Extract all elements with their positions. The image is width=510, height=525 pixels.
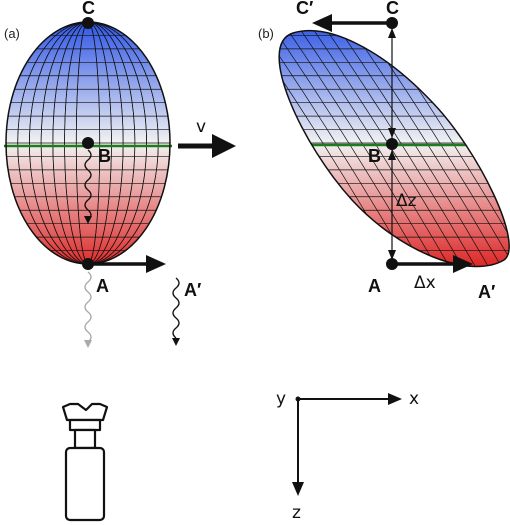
label-delta-z: Δz (396, 191, 417, 211)
label-c-a: C (82, 0, 95, 18)
guide-arrowhead-top (388, 28, 396, 38)
point-b-b-dot (386, 138, 398, 150)
label-a-prime-a: A′ (184, 280, 201, 300)
panel-a-tag: (a) (4, 26, 20, 41)
displacement-arrow-c-head (312, 14, 332, 32)
label-a-prime-b: A′ (478, 282, 495, 302)
z-axis-head (292, 482, 304, 496)
guide-arrowhead-bottom (388, 250, 396, 260)
label-c-prime-b: C′ (296, 0, 313, 18)
wavy-arrow-b (84, 149, 92, 221)
displacement-arrow-a-head (146, 255, 166, 273)
ellipsoid-a-grid (6, 22, 170, 264)
velocity-arrow-head (212, 134, 236, 158)
wavy-arrow-a-prime-head (172, 338, 180, 346)
guide-arrowhead-b-lower (388, 150, 396, 160)
x-axis-head (388, 393, 402, 405)
axis-label-y: y (276, 389, 286, 409)
displacement-arrow-a-b-head (453, 255, 473, 273)
point-c-a-dot (82, 17, 94, 29)
point-b-a-dot (82, 137, 94, 149)
label-c-b: C (386, 0, 399, 18)
label-b-a: B (98, 146, 111, 166)
panel-b-tag: (b) (258, 26, 274, 41)
label-b-b: B (368, 146, 381, 166)
label-delta-x: Δx (414, 273, 436, 293)
camera-icon (61, 402, 109, 522)
wavy-arrow-a-prime (172, 277, 180, 339)
label-velocity: v (196, 117, 206, 137)
wavy-arrow-b-head (84, 216, 92, 224)
guide-arrowhead-b-upper (388, 128, 396, 138)
axis-label-x: x (409, 389, 419, 409)
wavy-arrow-a-grey (84, 271, 92, 343)
label-a-a: A (96, 276, 109, 296)
axis-label-z: z (292, 503, 301, 523)
wavy-arrow-a-grey-head (84, 340, 92, 348)
label-a-b: A (368, 276, 381, 296)
axes (292, 393, 402, 496)
